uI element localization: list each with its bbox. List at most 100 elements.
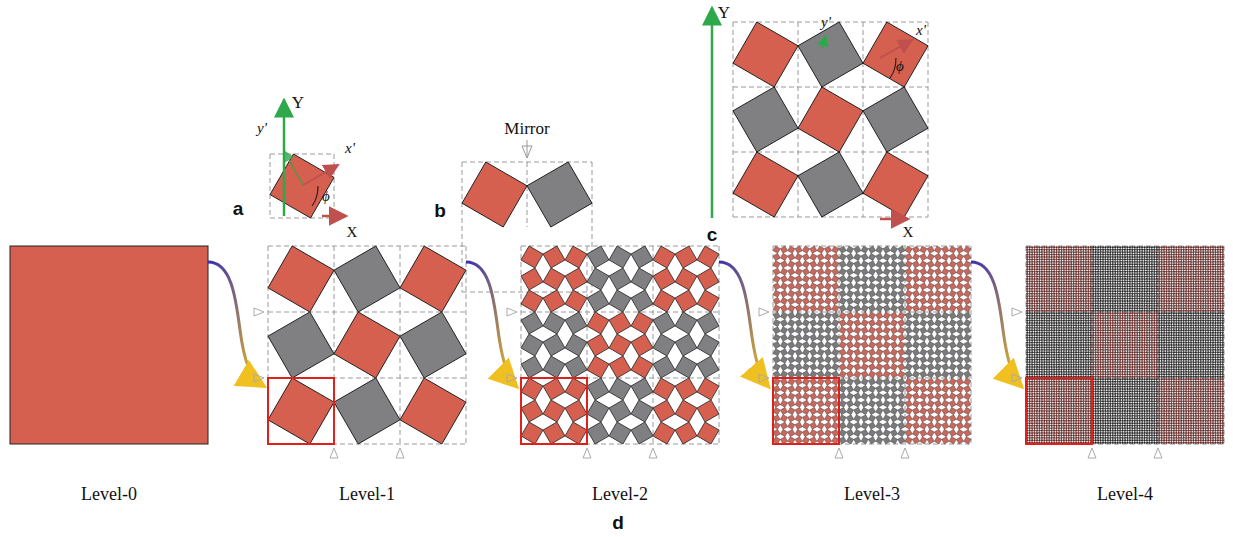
rotated-square	[832, 253, 839, 260]
rotated-square	[1080, 292, 1082, 294]
rotated-square	[795, 429, 802, 436]
rotated-square	[868, 378, 875, 385]
rotated-square	[1053, 268, 1055, 270]
rotated-square	[1041, 278, 1043, 280]
rotated-square	[861, 319, 868, 326]
rotated-square	[1063, 288, 1065, 290]
rotated-square	[1063, 312, 1065, 314]
rotated-square	[1036, 266, 1038, 268]
rotated-square	[1050, 305, 1052, 307]
rotated-square	[1068, 351, 1070, 353]
rotated-square	[1075, 278, 1077, 280]
rotated-square	[1043, 273, 1045, 275]
rotated-square	[1055, 258, 1057, 260]
rotated-square	[1060, 258, 1062, 260]
rotated-square	[964, 437, 971, 444]
rotated-square	[854, 407, 861, 414]
rotated-square	[1043, 351, 1045, 353]
rotated-square	[1053, 324, 1055, 326]
rotated-square	[964, 407, 971, 414]
rotated-square	[883, 363, 890, 370]
rotated-square	[1080, 285, 1082, 287]
rotated-square	[934, 378, 941, 385]
rotated-square	[861, 429, 868, 436]
rotated-square	[1043, 261, 1045, 263]
rotated-square	[802, 415, 809, 422]
rotated-square	[1038, 341, 1040, 343]
rotated-square	[810, 349, 817, 356]
rotated-square	[1043, 297, 1045, 299]
rotated-square	[1063, 300, 1065, 302]
rotated-square	[1058, 346, 1060, 348]
rotated-square	[1087, 292, 1089, 294]
rotated-square	[773, 297, 780, 304]
rotated-square	[898, 341, 905, 348]
rotated-square	[920, 385, 927, 392]
rotated-square	[1041, 295, 1043, 297]
rotated-square	[861, 349, 868, 356]
rotated-square	[890, 400, 897, 407]
rotated-square	[912, 275, 919, 282]
rotated-square	[1048, 334, 1050, 336]
rotated-square	[1046, 319, 1048, 321]
rotated-square	[1068, 256, 1070, 258]
rotated-square	[883, 261, 890, 268]
rotated-square	[1046, 288, 1048, 290]
rotated-square	[861, 371, 868, 378]
rotated-square	[631, 312, 653, 334]
rotated-square	[1043, 314, 1045, 316]
rotated-square	[1065, 351, 1067, 353]
rotated-square	[1043, 361, 1045, 363]
rotated-square	[773, 253, 780, 260]
rotated-square	[927, 327, 934, 334]
rotated-square	[1060, 336, 1062, 338]
rotated-square	[942, 268, 949, 275]
rotated-square	[1033, 319, 1035, 321]
rotated-square	[1082, 258, 1084, 260]
rotated-square	[1065, 344, 1067, 346]
rotated-square	[876, 305, 883, 312]
rotated-square	[1080, 283, 1082, 285]
rotated-square	[854, 363, 861, 370]
rotated-square	[1041, 314, 1043, 316]
rotated-square	[1080, 251, 1082, 253]
rotated-square	[956, 290, 963, 297]
rotated-square	[920, 349, 927, 356]
rotated-square	[631, 334, 653, 356]
rotated-square	[898, 407, 905, 414]
rotated-square	[927, 356, 934, 363]
rotated-square	[934, 246, 941, 253]
rotated-square	[1036, 332, 1038, 334]
rotated-square	[1075, 261, 1077, 263]
rotated-square	[810, 422, 817, 429]
rotated-square	[1072, 283, 1074, 285]
rotated-square	[942, 283, 949, 290]
rotated-square	[1048, 344, 1050, 346]
rotated-square	[883, 290, 890, 297]
rotated-square	[1058, 358, 1060, 360]
rotated-square	[1048, 351, 1050, 353]
rotated-square	[1082, 253, 1084, 255]
rotated-square	[1031, 266, 1033, 268]
rotated-square	[934, 385, 941, 392]
rotated-square	[832, 334, 839, 341]
rotated-square	[920, 334, 927, 341]
rotated-square	[1031, 268, 1033, 270]
rotated-square	[1031, 275, 1033, 277]
rotated-square	[1043, 363, 1045, 365]
rotated-square	[1036, 273, 1038, 275]
rotated-square	[1060, 368, 1062, 370]
rotated-square	[832, 261, 839, 268]
rotated-square	[795, 437, 802, 444]
rotated-square	[817, 415, 824, 422]
rotated-square	[905, 275, 912, 282]
rotated-square	[565, 246, 587, 268]
rotated-square	[1033, 263, 1035, 265]
rotated-square	[1041, 283, 1043, 285]
rotated-square	[1031, 273, 1033, 275]
rotated-square	[1031, 270, 1033, 272]
rotated-square	[949, 253, 956, 260]
rotated-square	[1055, 344, 1057, 346]
rotated-square	[1080, 268, 1082, 270]
rotated-square	[1038, 332, 1040, 334]
